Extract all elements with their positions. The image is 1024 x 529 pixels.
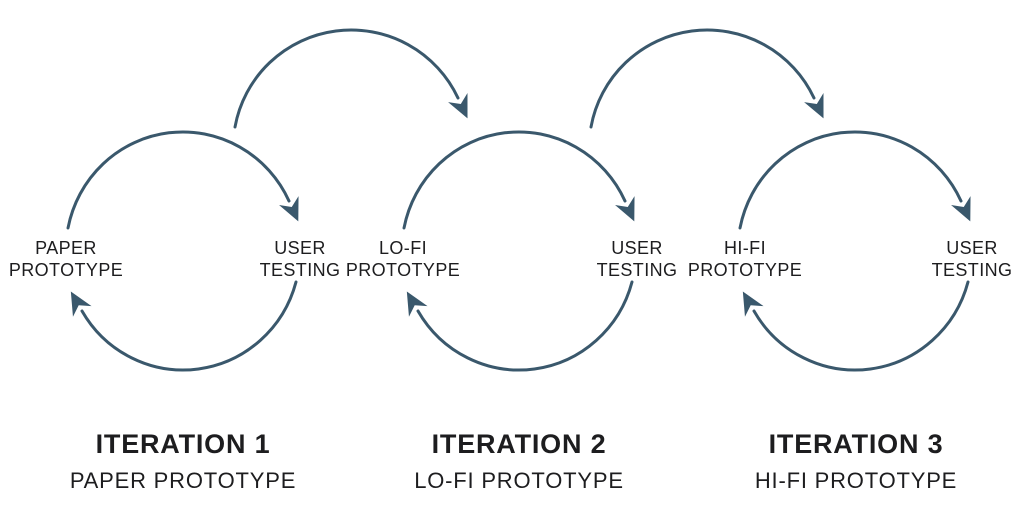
- iteration1-title: ITERATION 1: [95, 429, 271, 459]
- iteration2-subtitle: LO-FI PROTOTYPE: [414, 468, 624, 493]
- node-label-line2: TESTING: [259, 260, 341, 280]
- node-user-testing-1: USER TESTING: [260, 237, 341, 281]
- node-label-line2: PROTOTYPE: [345, 260, 461, 280]
- connector-arrow-iteration2-to-3: [589, 28, 824, 129]
- connector-arrow-iteration1-to-2: [233, 28, 468, 129]
- node-label-line2: PROTOTYPE: [687, 260, 803, 280]
- node-label-line1: USER: [274, 238, 326, 258]
- node-lofi-prototype: LO-FI PROTOTYPE: [346, 237, 460, 281]
- node-user-testing-3: USER TESTING: [932, 237, 1013, 281]
- iteration1-subtitle: PAPER PROTOTYPE: [69, 468, 297, 493]
- node-label-line1: USER: [946, 238, 998, 258]
- cycle3-bottom-arrow: [742, 280, 970, 372]
- cycle1-bottom-arrow: [70, 280, 298, 372]
- cycle2-top-arrow: [402, 130, 635, 230]
- node-label-line1: USER: [611, 238, 663, 258]
- node-label-line2: TESTING: [931, 260, 1013, 280]
- node-label-line2: PROTOTYPE: [8, 260, 124, 280]
- node-hifi-prototype: HI-FI PROTOTYPE: [688, 237, 802, 281]
- node-paper-prototype: PAPER PROTOTYPE: [9, 237, 123, 281]
- cycle2-bottom-arrow: [406, 280, 634, 372]
- cycle3-top-arrow: [738, 130, 971, 230]
- iteration3-subtitle: HI-FI PROTOTYPE: [754, 468, 958, 493]
- iteration3-title: ITERATION 3: [768, 429, 944, 459]
- node-label-line2: TESTING: [596, 260, 678, 280]
- node-label-line1: HI-FI: [723, 238, 766, 258]
- iteration2-title: ITERATION 2: [431, 429, 607, 459]
- node-label-line1: LO-FI: [378, 238, 428, 258]
- cycle1-top-arrow: [66, 130, 299, 230]
- node-user-testing-2: USER TESTING: [597, 237, 678, 281]
- node-label-line1: PAPER: [35, 238, 97, 258]
